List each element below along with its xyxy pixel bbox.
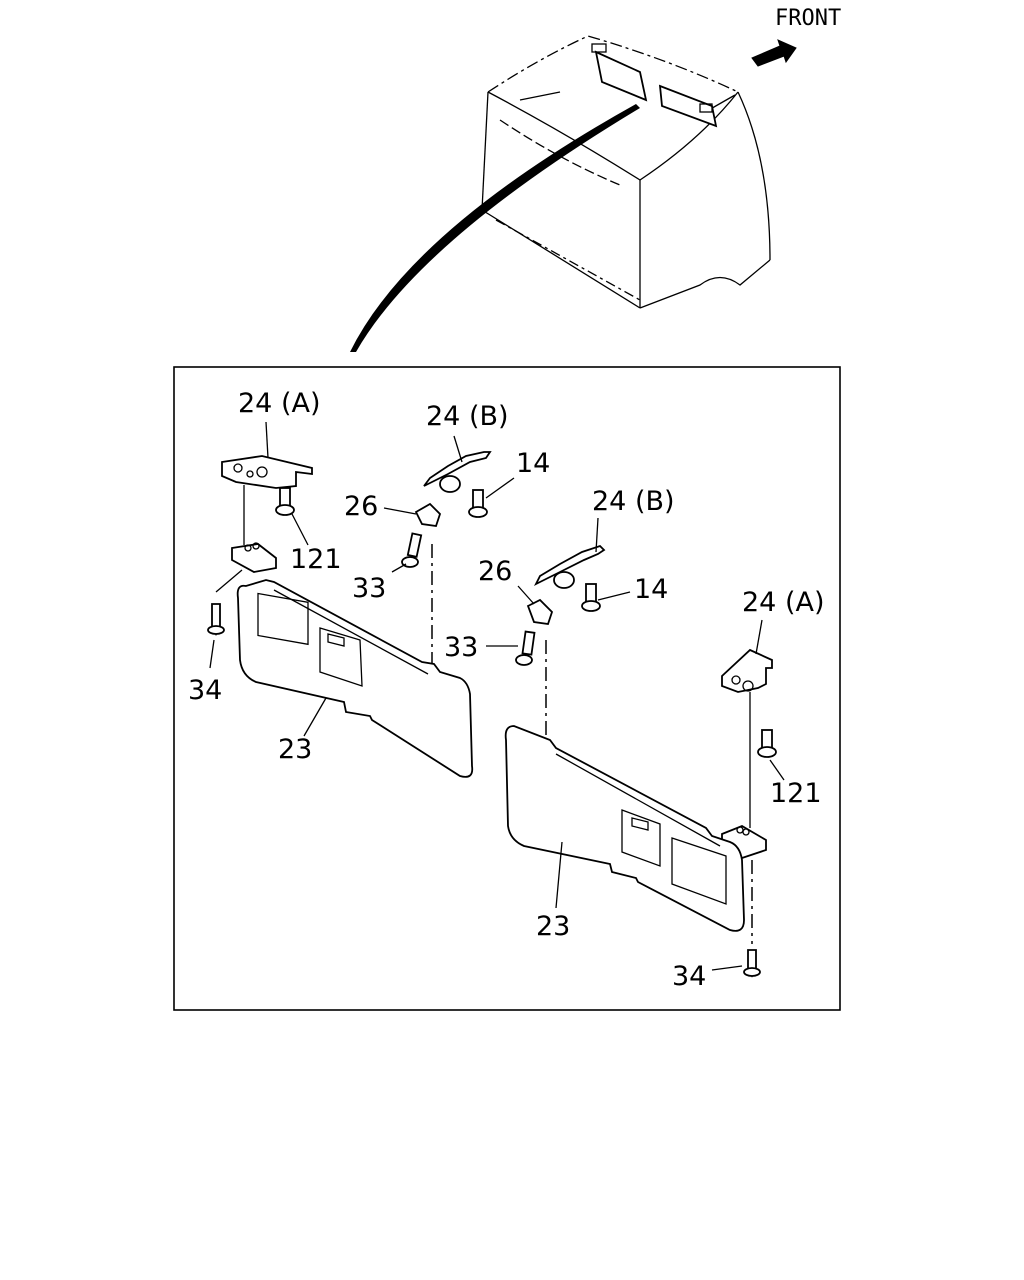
screw-33-left	[401, 532, 423, 568]
screw-14-left	[468, 489, 488, 518]
screw-34-left	[207, 603, 225, 637]
cab-outline-icon	[481, 35, 771, 309]
bolt-121-right	[757, 729, 777, 758]
callout-screw-33-right: 33	[444, 632, 478, 663]
bracket-24b-left	[423, 451, 492, 493]
callout-screw-33-left: 33	[352, 573, 386, 604]
bracket-24a-left	[221, 455, 313, 489]
callout-bracket-24a-right: 24 (A)	[742, 587, 824, 618]
bracket-24b-right	[533, 544, 606, 589]
detail-pointer	[350, 104, 640, 352]
callout-bracket-24b-left: 24 (B)	[426, 401, 509, 432]
front-arrow-icon	[751, 39, 797, 67]
callout-clip-26-right: 26	[478, 556, 512, 587]
callout-visor-23-right: 23	[536, 911, 570, 942]
callout-bracket-24a-left: 24 (A)	[238, 388, 320, 419]
callout-screw-14-left: 14	[516, 448, 550, 479]
visor-23-right	[504, 725, 745, 932]
callout-screw-34-left: 34	[188, 675, 222, 706]
clip-26-left	[414, 502, 442, 527]
hinge-plate-left	[231, 542, 277, 573]
bracket-24a-right	[721, 648, 773, 693]
visor-23-left	[236, 579, 474, 778]
screw-33-right	[515, 630, 536, 666]
screw-34-right	[743, 949, 761, 978]
screw-14-right	[581, 583, 601, 612]
detail-frame	[173, 366, 841, 1011]
callout-bolt-121-left: 121	[290, 544, 342, 575]
clip-26-right	[526, 598, 554, 625]
callout-clip-26-left: 26	[344, 491, 378, 522]
callout-visor-23-left: 23	[278, 734, 312, 765]
callout-bracket-24b-right: 24 (B)	[592, 486, 675, 517]
front-label: FRONT	[775, 6, 841, 31]
callout-bolt-121-right: 121	[770, 778, 822, 809]
callout-screw-14-right: 14	[634, 574, 668, 605]
callout-screw-34-right: 34	[672, 961, 706, 992]
bolt-121-left	[275, 487, 295, 516]
